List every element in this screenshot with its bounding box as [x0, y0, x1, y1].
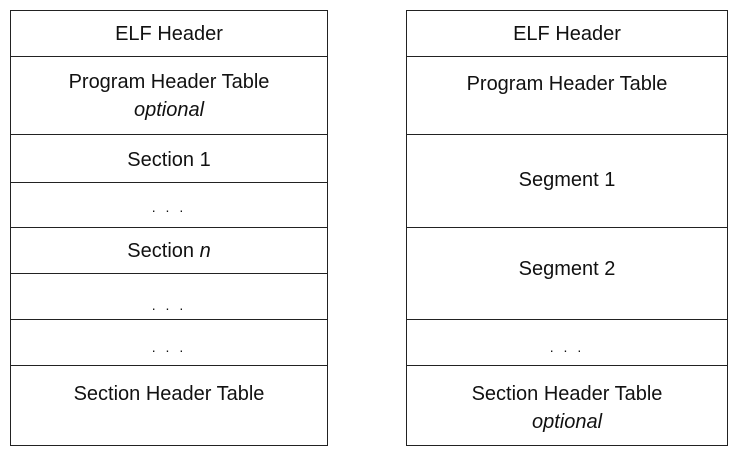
right-program-header-table-label: Program Header Table	[466, 73, 668, 95]
left-program-header-table-optional-label: optional	[133, 99, 205, 121]
left-section-n-label: Section n	[11, 238, 327, 264]
left-section-n-prefix: Section	[127, 240, 200, 262]
right-ellipsis: . . .	[549, 339, 585, 355]
left-ellipsis-1: . . .	[151, 199, 187, 215]
left-ellipsis-2: . . .	[151, 297, 187, 313]
right-section-header-table-optional-label: optional	[531, 411, 603, 433]
right-program-header-table-row: Program Header Table	[407, 57, 727, 135]
left-section-1-label: Section 1	[127, 149, 211, 171]
right-segment-1-label: Segment 1	[518, 169, 616, 191]
right-elf-header-label: ELF Header	[513, 23, 621, 45]
left-elf-header-row: ELF Header	[11, 11, 327, 57]
right-segment-2-row: Segment 2	[407, 228, 727, 320]
left-ellipsis-3: . . .	[151, 339, 187, 355]
execution-view-column: ELF Header Program Header Table Segment …	[406, 10, 728, 446]
left-section-1-row: Section 1	[11, 135, 327, 183]
left-ellipsis-row-2: . . .	[11, 274, 327, 320]
left-elf-header-label: ELF Header	[115, 23, 223, 45]
right-segment-1-row: Segment 1	[407, 135, 727, 228]
right-section-header-table-label: Section Header Table	[471, 383, 663, 405]
left-section-n-italic: n	[199, 240, 211, 262]
right-section-header-table-row: Section Header Table optional	[407, 366, 727, 445]
right-ellipsis-row: . . .	[407, 320, 727, 366]
left-ellipsis-row-1: . . .	[11, 183, 327, 228]
left-section-header-table-label: Section Header Table	[73, 383, 265, 405]
left-ellipsis-row-3: . . .	[11, 320, 327, 366]
left-program-header-table-label: Program Header Table	[68, 71, 270, 93]
left-section-header-table-row: Section Header Table	[11, 366, 327, 445]
linking-view-column: ELF Header Program Header Table optional…	[10, 10, 328, 446]
left-program-header-table-row: Program Header Table optional	[11, 57, 327, 135]
left-section-n-row: Section n	[11, 228, 327, 274]
right-segment-2-label: Segment 2	[518, 258, 616, 280]
right-elf-header-row: ELF Header	[407, 11, 727, 57]
